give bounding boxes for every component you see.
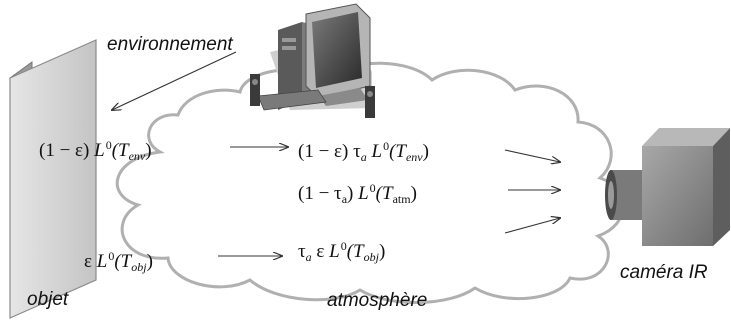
arrow-to-camera-3: [504, 218, 560, 234]
equation-env-emitted: (1 − ε) L0(Tenv): [39, 138, 152, 163]
arrow-environment-to-object: [112, 51, 237, 110]
equation-atm-emitted: (1 − τa) L0(Tatm): [298, 181, 417, 206]
environment-label: environnement: [107, 34, 233, 55]
equation-env-transmitted: (1 − ε) τa L0(Tenv): [298, 139, 429, 164]
equation-obj-transmitted: τa ε L0(Tobj): [298, 239, 386, 264]
desktop-computer-icon: [250, 3, 375, 118]
camera-label: caméra IR: [620, 262, 708, 283]
infrared-camera-icon: [605, 128, 730, 246]
atmosphere-cloud: [115, 61, 625, 304]
object-label: objet: [27, 289, 69, 310]
object-panel: [9, 39, 97, 319]
arrow-to-camera-1: [504, 149, 560, 162]
equation-obj-emitted: ε L0(Tobj): [84, 249, 153, 274]
flow-arrows: [112, 51, 560, 256]
atmosphere-label: atmosphère: [327, 290, 428, 311]
